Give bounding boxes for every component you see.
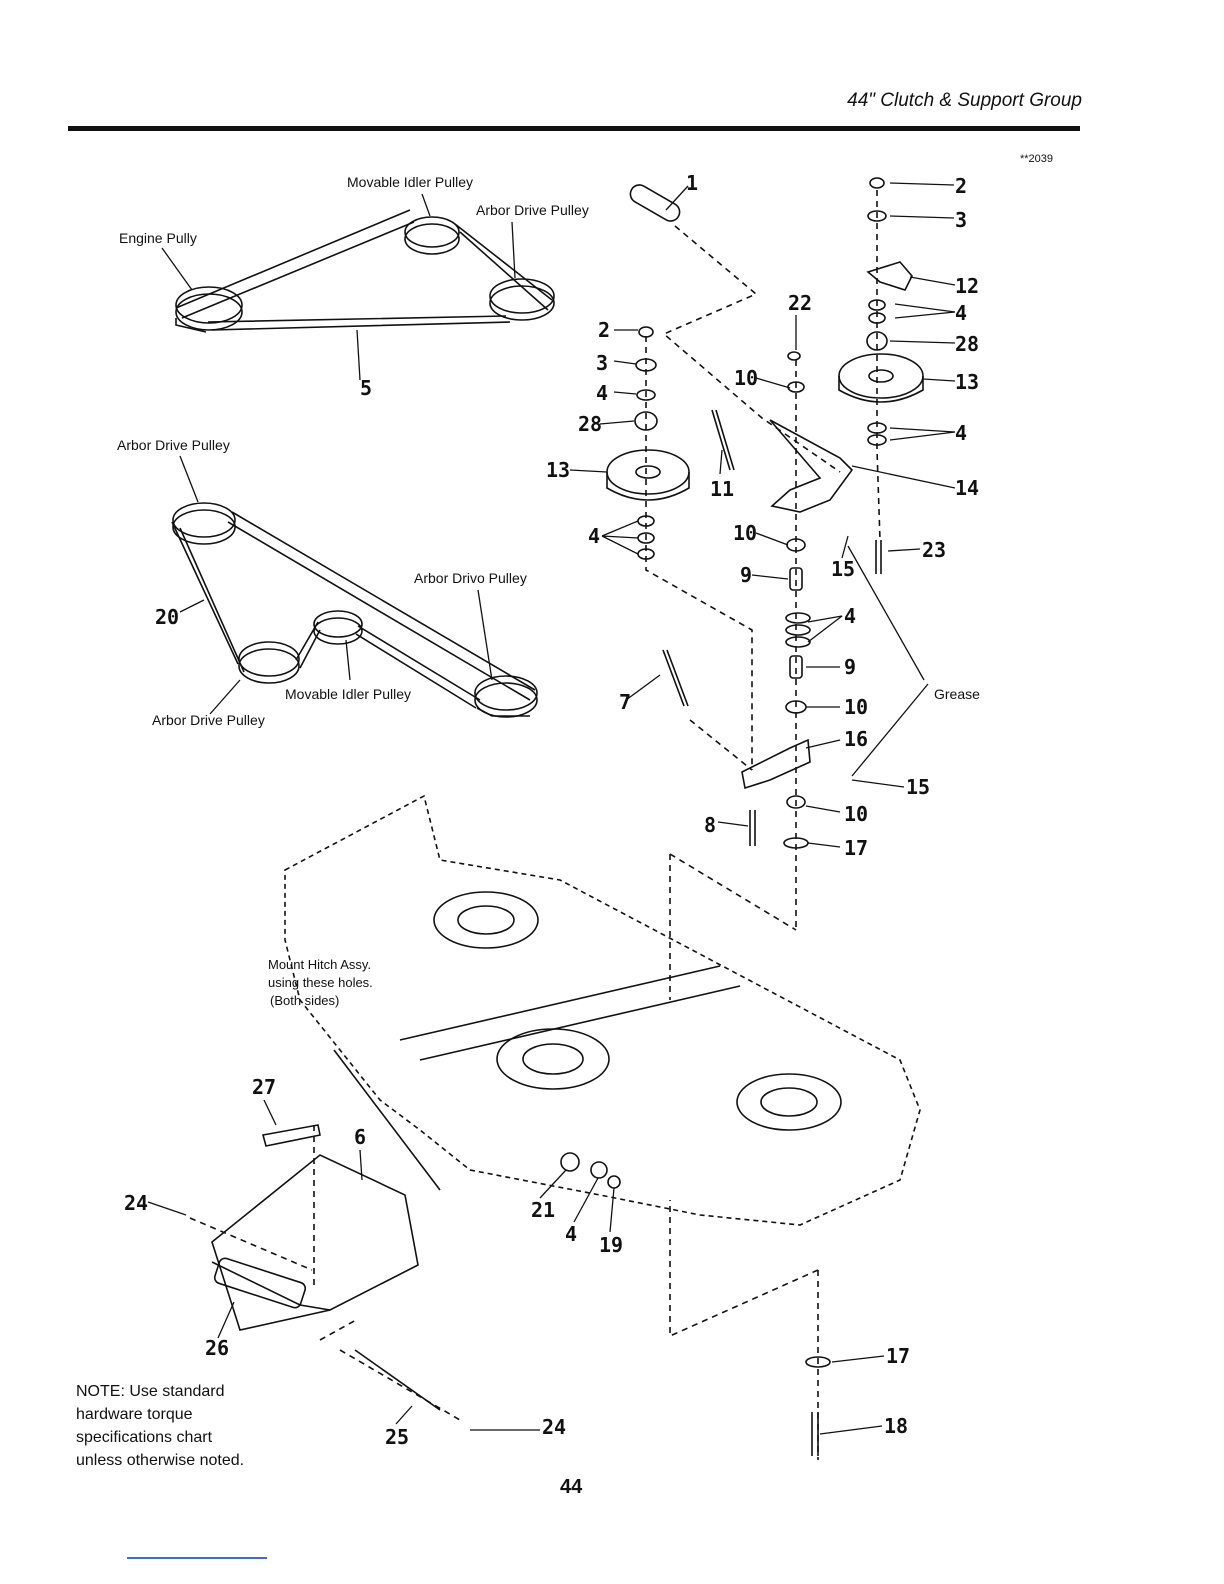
- callout-arbor-drive-pulley-3: Arbor Drive Pulley: [152, 712, 265, 728]
- callout-mount-hitch-1: Mount Hitch Assy.: [268, 957, 371, 972]
- doc-code: **2039: [1020, 153, 1054, 165]
- part-number: 15: [906, 775, 930, 799]
- callout-grease: Grease: [934, 686, 980, 702]
- footer-underline: [127, 1557, 267, 1559]
- callout-mount-hitch-2: using these holes.: [268, 975, 373, 990]
- torque-note: NOTE: Use standard hardware torque speci…: [76, 1380, 296, 1472]
- page-number: 44: [560, 1476, 583, 1498]
- part-number: 14: [955, 476, 979, 500]
- part-number: 10: [734, 366, 758, 390]
- callout-movable-idler-pulley-2: Movable Idler Pulley: [285, 686, 411, 702]
- part-number: 21: [531, 1198, 555, 1222]
- part-number: 7: [619, 690, 631, 714]
- part-number: 11: [710, 477, 734, 501]
- part-number: 8: [704, 813, 716, 837]
- leader-lines: [147, 182, 956, 1435]
- part-number: 5: [360, 376, 372, 400]
- part-number: 1: [686, 171, 698, 195]
- part-number: 27: [252, 1075, 276, 1099]
- callout-engine-pully: Engine Pully: [119, 230, 197, 246]
- part-number: 3: [596, 351, 608, 375]
- hitch-assembly: [211, 1049, 621, 1411]
- part-number: 10: [844, 695, 868, 719]
- part-number: 3: [955, 208, 967, 232]
- part-number: 4: [955, 301, 967, 325]
- part-number: 2: [955, 174, 967, 198]
- note-line: unless otherwise noted.: [76, 1452, 245, 1469]
- part-number: 13: [546, 458, 570, 482]
- belt-diagram-bottom: [171, 502, 538, 718]
- part-number: 22: [788, 291, 812, 315]
- part-number: 18: [884, 1414, 908, 1438]
- part-number: 4: [955, 421, 967, 445]
- page-title: 44" Clutch & Support Group: [847, 90, 1082, 111]
- part-number: 15: [831, 557, 855, 581]
- part-number: 16: [844, 727, 868, 751]
- callout-mount-hitch-3: (Both sides): [270, 993, 339, 1008]
- part-number: 4: [596, 381, 608, 405]
- mower-deck: [284, 794, 921, 1226]
- part-number: 19: [599, 1233, 623, 1257]
- part-number: 4: [588, 524, 600, 548]
- part-number: 6: [354, 1125, 366, 1149]
- part-number: 9: [740, 563, 752, 587]
- part-number: 26: [205, 1336, 229, 1360]
- part-number: 24: [124, 1191, 148, 1215]
- part-number: 4: [565, 1222, 577, 1246]
- note-line: specifications chart: [76, 1429, 213, 1446]
- belt-diagram-top: [175, 209, 555, 333]
- assembly-lines: [189, 190, 881, 1460]
- clutch-parts: [606, 177, 924, 1456]
- note-line: hardware torque: [76, 1406, 193, 1423]
- part-number: 4: [844, 604, 856, 628]
- part-number: 2: [598, 318, 610, 342]
- part-number: 10: [733, 521, 757, 545]
- part-number: 9: [844, 655, 856, 679]
- header-rule: [68, 126, 1080, 131]
- part-number: 25: [385, 1425, 409, 1449]
- callout-movable-idler-pulley: Movable Idler Pulley: [347, 174, 473, 190]
- callout-arbor-drive-pulley-2: Arbor Drive Pulley: [117, 437, 230, 453]
- part-number: 28: [955, 332, 979, 356]
- part-number: 23: [922, 538, 946, 562]
- callout-arbor-drivo-pulley: Arbor Drivo Pulley: [414, 570, 527, 586]
- part-number: 17: [886, 1344, 910, 1368]
- part-number: 10: [844, 802, 868, 826]
- callout-arbor-drive-pulley: Arbor Drive Pulley: [476, 202, 589, 218]
- note-line: NOTE: Use standard: [76, 1383, 225, 1400]
- part-number: 28: [578, 412, 602, 436]
- part-number: 12: [955, 274, 979, 298]
- part-number: 17: [844, 836, 868, 860]
- part-number: 13: [955, 370, 979, 394]
- part-number: 20: [155, 605, 179, 629]
- part-number: 24: [542, 1415, 566, 1439]
